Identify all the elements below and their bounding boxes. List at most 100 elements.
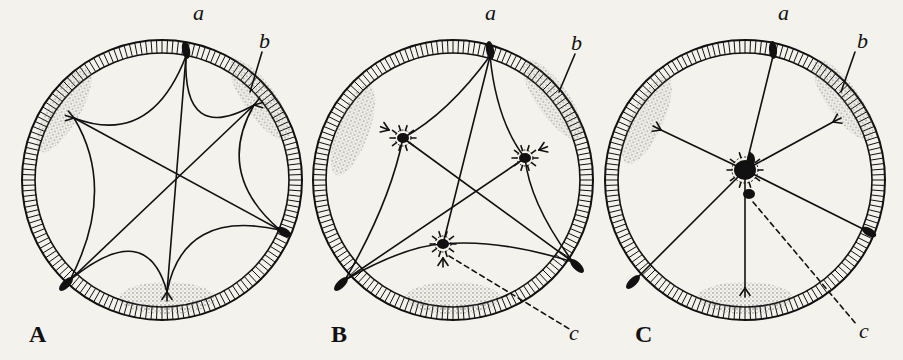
plasma-spike (756, 159, 760, 162)
cytoplasm-strand (167, 226, 280, 292)
wall-hatch (31, 224, 43, 228)
nucleus (180, 40, 191, 59)
wall-hatch (580, 190, 593, 191)
plasma-spike (405, 146, 407, 151)
wall-hatch (172, 40, 173, 53)
wall-hatch (252, 270, 261, 279)
wall-hatch (314, 164, 327, 166)
panel-letter: C (634, 322, 653, 346)
wall-hatch (362, 277, 370, 287)
wall-hatch (870, 205, 883, 208)
plasma-spike (445, 232, 447, 237)
wall-hatch (84, 286, 91, 297)
wall-hatch (108, 51, 113, 63)
wall-hatch (667, 286, 674, 297)
plasma-spike (756, 178, 760, 181)
plasma-spike (409, 143, 413, 146)
wall-hatch (734, 40, 735, 53)
wall-hatch (457, 40, 459, 53)
wall-hatch (803, 293, 809, 305)
wall-hatch (114, 49, 118, 61)
wall-hatch (273, 242, 284, 248)
wall-hatch (566, 238, 578, 244)
part-letter: b (570, 32, 583, 54)
wall-hatch (550, 262, 560, 270)
wall-hatch (287, 200, 300, 202)
plasma-spike (514, 163, 518, 166)
plasma-spike (730, 159, 734, 162)
wall-hatch (410, 47, 414, 59)
wall-hatch (718, 43, 721, 56)
wall-hatch (497, 49, 501, 61)
wall-hatch (605, 169, 618, 170)
wall-hatch (380, 288, 387, 299)
wall-hatch (22, 180, 35, 181)
leader-line (559, 54, 575, 92)
wall-hatch (691, 297, 696, 309)
wall-hatch (794, 297, 799, 309)
wall-hatch (646, 270, 655, 279)
cell-wall (605, 40, 885, 320)
wall-hatch (287, 205, 300, 208)
wall-hatch (192, 44, 195, 57)
wall-hatch (838, 266, 848, 275)
wall-hatch (375, 286, 382, 297)
wall-hatch (340, 255, 351, 263)
chloroplast-patch (612, 70, 682, 171)
wall-hatch (371, 67, 379, 78)
cytoplasm-strand (186, 56, 254, 117)
wall-hatch (326, 233, 338, 238)
plasma-spike (739, 182, 741, 187)
wall-hatch (872, 180, 885, 181)
wall-hatch (399, 297, 404, 309)
plasma-spike (521, 146, 523, 151)
strand-tip (438, 258, 443, 265)
wall-hatch (289, 169, 302, 170)
wall-hatch (663, 283, 671, 294)
wall-hatch (866, 219, 878, 223)
wall-hatch (605, 184, 618, 186)
wall-hatch (29, 219, 41, 223)
wall-hatch (75, 280, 83, 290)
wall-hatch (654, 277, 662, 287)
wall-hatch (215, 53, 220, 65)
wall-hatch (609, 210, 622, 213)
wall-hatch (343, 259, 353, 267)
wall-hatch (23, 195, 36, 197)
wall-hatch (807, 291, 813, 302)
wall-hatch (871, 164, 884, 166)
wall-hatch (224, 291, 230, 302)
wall-hatch (124, 45, 128, 58)
nucleus (275, 225, 293, 240)
wall-hatch (478, 43, 481, 56)
wall-hatch (270, 246, 281, 253)
leader-line (841, 52, 855, 92)
plasma-spike (399, 146, 401, 151)
nucleus (768, 41, 778, 60)
wall-hatch (314, 195, 327, 197)
wall-hatch (870, 153, 883, 156)
wall-hatch (166, 40, 168, 53)
wall-hatch (375, 64, 382, 75)
wall-hatch (524, 286, 531, 297)
plasma-spike (432, 249, 436, 252)
plasma-spike (749, 182, 751, 187)
wall-hatch (811, 288, 818, 299)
wall-hatch (609, 147, 622, 150)
wall-hatch (831, 273, 840, 283)
wall-hatch (858, 238, 870, 244)
wall-hatch (578, 200, 591, 202)
wall-hatch (608, 205, 621, 208)
wall-hatch (108, 297, 113, 309)
wall-hatch (798, 295, 803, 307)
wall-hatch (98, 293, 104, 305)
wall-hatch (515, 58, 521, 69)
wall-hatch (686, 295, 691, 307)
wall-hatch (140, 42, 142, 55)
cytoplasm-strand (403, 138, 573, 262)
wall-hatch (608, 153, 621, 156)
wall-hatch (543, 270, 552, 279)
wall-hatch (315, 158, 328, 160)
strand-tip (384, 123, 389, 130)
wall-hatch (553, 259, 563, 267)
